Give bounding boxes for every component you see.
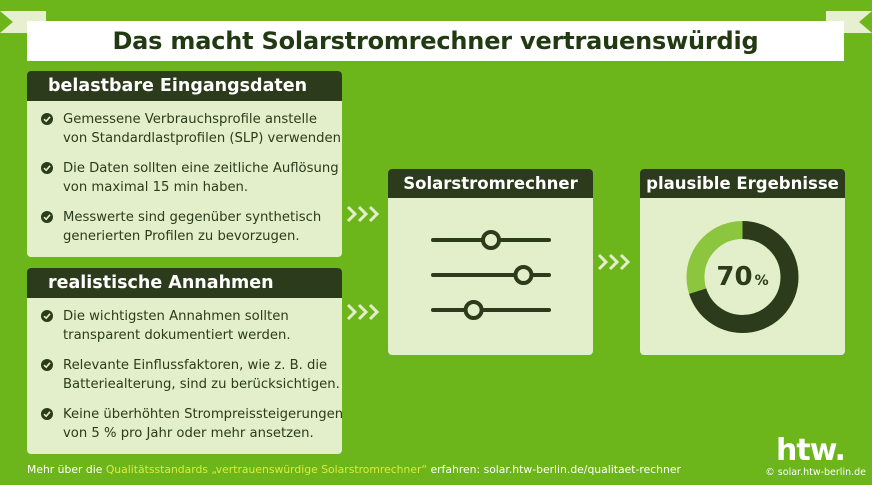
logo-text: htw. (776, 436, 845, 464)
list-item-line: von 5 % pro Jahr oder mehr ansetzen. (63, 426, 314, 441)
list-item-line: Relevante Einflussfaktoren, wie z. B. di… (63, 358, 328, 373)
list-item-line: Die Daten sollten eine zeitliche Auflösu… (63, 161, 339, 176)
list-item: Gemessene Verbrauchsprofile anstelle von… (41, 110, 342, 148)
title-bar: Das macht Solarstromrechner vertrauenswü… (27, 21, 844, 61)
slider-knob (481, 230, 501, 250)
check-icon (41, 113, 53, 125)
card-result-heading: plausible Ergebnisse (640, 169, 845, 198)
list-item: Die Daten sollten eine zeitliche Auflösu… (41, 159, 339, 197)
list-item: Messwerte sind gegenüber synthetisch gen… (41, 208, 332, 246)
page-title: Das macht Solarstromrechner vertrauenswü… (112, 27, 759, 55)
donut-wrapper: 70% (640, 198, 845, 355)
list-item-line: Batteriealterung, sind zu berücksichtige… (63, 377, 340, 392)
list-item-line: Die wichtigsten Annahmen sollten (63, 309, 289, 324)
copyright: © solar.htw-berlin.de (765, 467, 866, 478)
slider-knob (463, 300, 484, 320)
card-result: plausible Ergebnisse 70% (640, 169, 845, 355)
list-item: Die wichtigsten Annahmen sollten transpa… (41, 307, 332, 345)
list-item-line: von Standardlastprofilen (SLP) verwenden… (63, 131, 342, 146)
donut-chart (686, 221, 799, 333)
list-item: Keine überhöhten Strompreissteigerungen … (41, 405, 342, 443)
percent-sign: % (754, 272, 769, 289)
list-item-line: von maximal 15 min haben. (63, 180, 249, 195)
card-calculator: Solarstromrechner (388, 169, 593, 355)
check-icon (41, 211, 53, 223)
card-assumptions: realistische Annahmen Die wichtigsten An… (27, 268, 342, 454)
card-input-data: belastbare Eingangsdaten Gemessene Verbr… (27, 71, 342, 257)
chevrons-icon (346, 303, 380, 321)
list-item-line: transparent dokumentiert werden. (63, 328, 291, 343)
footer-highlight-link[interactable]: Qualitätsstandards „vertrauenswürdige So… (105, 463, 428, 476)
percent-label: 70% (640, 198, 845, 355)
check-icon (41, 359, 53, 371)
card-calculator-heading: Solarstromrechner (388, 169, 593, 198)
check-icon (41, 162, 53, 174)
chevrons-icon (597, 253, 631, 271)
htw-logo: htw. (776, 436, 846, 464)
list-item-line: Gemessene Verbrauchsprofile anstelle (63, 112, 317, 127)
list-item-line: generierten Profilen zu bevorzugen. (63, 229, 300, 244)
card-input-heading: belastbare Eingangsdaten (27, 71, 342, 101)
list-item: Relevante Einflussfaktoren, wie z. B. di… (41, 356, 340, 394)
list-item-line: Keine überhöhten Strompreissteigerungen (63, 407, 342, 422)
footer-suffix: erfahren: solar.htw-berlin.de/qualitaet-… (427, 463, 681, 476)
slider-knob (513, 265, 534, 285)
sliders-icon (431, 230, 551, 320)
assumptions-list: Die wichtigsten Annahmen sollten transpa… (27, 298, 342, 443)
chevrons-icon (346, 205, 380, 223)
card-assumptions-heading: realistische Annahmen (27, 268, 342, 298)
footer-prefix: Mehr über die (27, 463, 106, 476)
list-item-line: Messwerte sind gegenüber synthetisch (63, 210, 322, 225)
donut-arc (686, 221, 799, 333)
footer-text: Mehr über die Qualitätsstandards „vertra… (27, 463, 681, 476)
percent-number: 70 (716, 261, 753, 292)
check-icon (41, 310, 53, 322)
check-icon (41, 408, 53, 420)
input-list: Gemessene Verbrauchsprofile anstelle von… (27, 101, 342, 246)
